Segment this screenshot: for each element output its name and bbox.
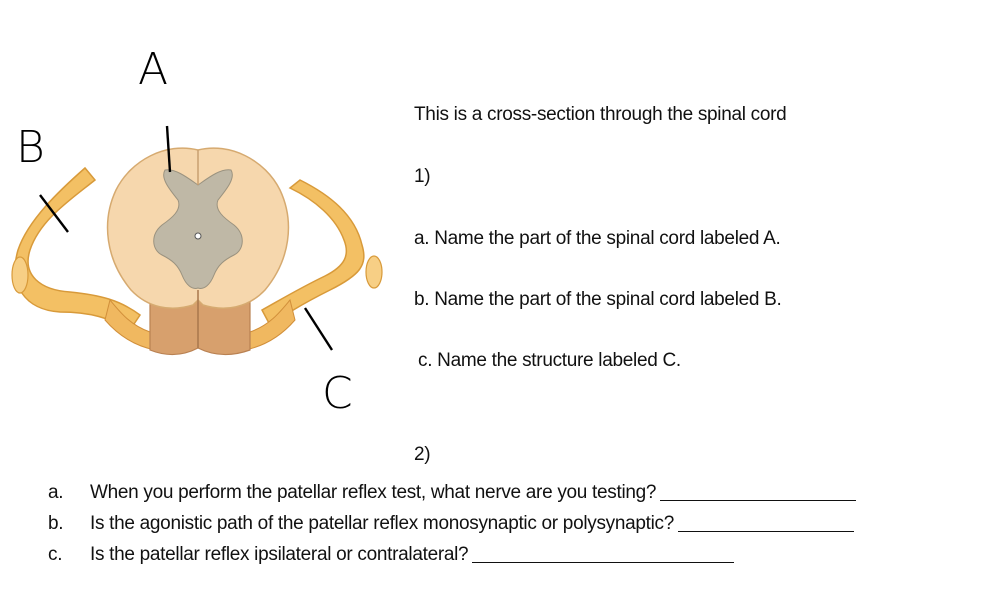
question-1b: b. Name the part of the spinal cord labe… — [414, 289, 782, 310]
question-2-number: 2) — [414, 444, 431, 465]
spinal-cord-illustration — [11, 125, 383, 356]
spinal-cord-figure: A B C — [0, 44, 400, 435]
question-1a: a. Name the part of the spinal cord labe… — [414, 228, 781, 249]
question-2b-text: Is the agonistic path of the patellar re… — [90, 513, 675, 534]
question-2a-text: When you perform the patellar reflex tes… — [90, 482, 657, 503]
question-2c-letter: c. — [48, 544, 63, 565]
question-2a-letter: a. — [48, 482, 64, 503]
pointer-line-b — [39, 194, 69, 233]
answer-blank-2a[interactable] — [660, 499, 857, 501]
left-nerve-cut-end — [11, 256, 29, 294]
label-c: C — [322, 368, 353, 419]
pointer-line-a — [165, 125, 172, 173]
central-canal — [194, 232, 202, 240]
answer-blank-2b[interactable] — [678, 530, 855, 532]
answer-blank-2c[interactable] — [472, 561, 735, 563]
intro-text: This is a cross-section through the spin… — [414, 104, 787, 125]
question-1-number: 1) — [414, 166, 431, 187]
label-a: A — [138, 44, 169, 95]
right-nerve-cut-end — [365, 255, 383, 289]
label-b: B — [16, 122, 45, 173]
question-2c-text: Is the patellar reflex ipsilateral or co… — [90, 544, 469, 565]
question-1c: c. Name the structure labeled C. — [418, 350, 681, 371]
question-2a-row: a. When you perform the patellar reflex … — [48, 482, 857, 504]
pointer-line-c — [303, 307, 334, 351]
question-2b-row: b. Is the agonistic path of the patellar… — [48, 513, 855, 535]
question-2c-row: c. Is the patellar reflex ipsilateral or… — [48, 544, 735, 566]
gray-matter — [153, 169, 243, 289]
question-2b-letter: b. — [48, 513, 64, 534]
